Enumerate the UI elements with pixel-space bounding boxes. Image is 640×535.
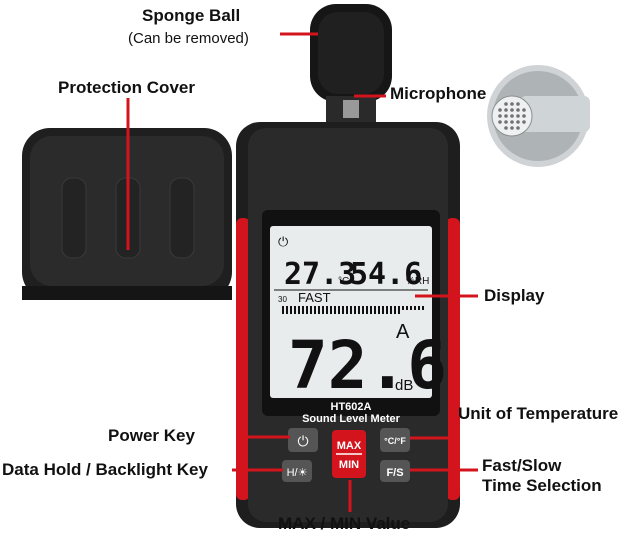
bar-tick — [350, 306, 352, 314]
bar-tick — [366, 306, 368, 314]
bar-tick — [286, 306, 288, 314]
mic-hole — [510, 114, 514, 118]
bar-tick — [310, 306, 312, 314]
mic-hole — [516, 114, 520, 118]
model-name: HT602A — [331, 401, 372, 413]
bar-tick — [338, 306, 340, 314]
bar-tick — [378, 306, 380, 314]
bar-tick — [370, 306, 372, 314]
mic-hole — [522, 108, 526, 112]
unit-label: °C/°F — [384, 436, 406, 446]
bar-tick — [406, 306, 408, 310]
lcd-scale-min: 30 — [278, 295, 287, 304]
bar-tick — [322, 306, 324, 314]
bar-tick — [362, 306, 364, 314]
bar-tick — [374, 306, 376, 314]
mic-hole — [510, 108, 514, 112]
bar-tick — [410, 306, 412, 310]
bar-tick — [314, 306, 316, 314]
mic-hole — [498, 120, 502, 124]
lcd-humidity-unit: %RH — [406, 276, 429, 287]
mic-hole — [504, 126, 508, 130]
mic-hole — [504, 114, 508, 118]
lcd-temperature-unit: °C — [338, 276, 349, 287]
lcd-humidity: 54.6 — [350, 257, 422, 292]
device-name: Sound Level Meter — [302, 413, 401, 425]
mic-hole — [522, 114, 526, 118]
mic-hole — [504, 108, 508, 112]
mic-hole — [510, 120, 514, 124]
mic-hole — [522, 120, 526, 124]
fast-slow-label-line2: Time Selection — [482, 476, 602, 495]
bar-tick — [294, 306, 296, 314]
bar-tick — [382, 306, 384, 314]
mic-hole — [510, 126, 514, 130]
power-button[interactable] — [288, 428, 318, 452]
bar-tick — [334, 306, 336, 314]
fast-slow-label-line1: Fast/Slow — [482, 456, 562, 475]
sponge-ball — [310, 4, 392, 122]
power-key-label: Power Key — [108, 426, 195, 445]
bar-tick — [342, 306, 344, 314]
bar-tick — [298, 306, 300, 314]
bar-tick — [346, 306, 348, 314]
lcd-reading: 72.6 — [288, 327, 447, 404]
microphone-label: Microphone — [390, 84, 487, 103]
buttons — [282, 428, 410, 482]
hold-backlight-label: H/☀ — [287, 467, 308, 479]
lcd-mode: FAST — [298, 290, 331, 305]
mic-hole — [498, 114, 502, 118]
bar-tick — [318, 306, 320, 314]
bar-tick — [398, 306, 400, 314]
data-hold-backlight-label: Data Hold / Backlight Key — [2, 460, 208, 479]
bar-tick — [394, 306, 396, 314]
hold-backlight-button[interactable] — [282, 460, 312, 482]
lcd-screen: ⏻ — [270, 226, 432, 398]
fast-slow-button[interactable] — [380, 460, 410, 482]
mic-hole — [510, 102, 514, 106]
power-indicator-icon: ⏻ — [278, 234, 288, 249]
bar-tick — [358, 306, 360, 314]
callout-lines — [126, 32, 478, 512]
mic-hole — [504, 102, 508, 106]
bar-tick — [302, 306, 304, 314]
bar-tick — [390, 306, 392, 314]
mic-hole — [516, 120, 520, 124]
bar-tick — [402, 306, 404, 310]
bar-tick — [418, 306, 420, 310]
sponge-ball-label: Sponge Ball — [142, 6, 241, 25]
mic-hole — [504, 120, 508, 124]
bar-tick — [282, 306, 284, 314]
mic-hole — [516, 126, 520, 130]
bar-tick — [290, 306, 292, 314]
unit-button[interactable] — [380, 428, 410, 452]
bar-scale — [282, 306, 424, 314]
unit-of-temperature-label: Unit of Temperature — [458, 404, 619, 423]
mic-hole — [498, 108, 502, 112]
lcd-temperature: 27.3 — [284, 257, 356, 292]
protection-cover — [22, 128, 232, 300]
mic-hole — [516, 108, 520, 112]
bar-tick — [386, 306, 388, 314]
mic-hole — [516, 102, 520, 106]
microphone-inset — [487, 65, 590, 167]
lcd-unit: dB — [395, 377, 413, 394]
max-min-value-label: MAX / MIN Value — [278, 514, 411, 533]
min-label: MIN — [339, 459, 359, 471]
bar-tick — [326, 306, 328, 314]
max-label: MAX — [337, 440, 362, 452]
sponge-ball-note: (Can be removed) — [128, 30, 249, 47]
lcd-weighting: A — [396, 321, 410, 343]
bar-tick — [306, 306, 308, 314]
power-icon: ⏻ — [297, 433, 308, 449]
fast-slow-label: F/S — [386, 467, 403, 479]
bar-tick — [330, 306, 332, 314]
bar-tick — [414, 306, 416, 310]
bar-tick — [354, 306, 356, 314]
bar-tick — [422, 306, 424, 310]
display-label: Display — [484, 286, 545, 305]
protection-cover-label: Protection Cover — [58, 78, 195, 97]
